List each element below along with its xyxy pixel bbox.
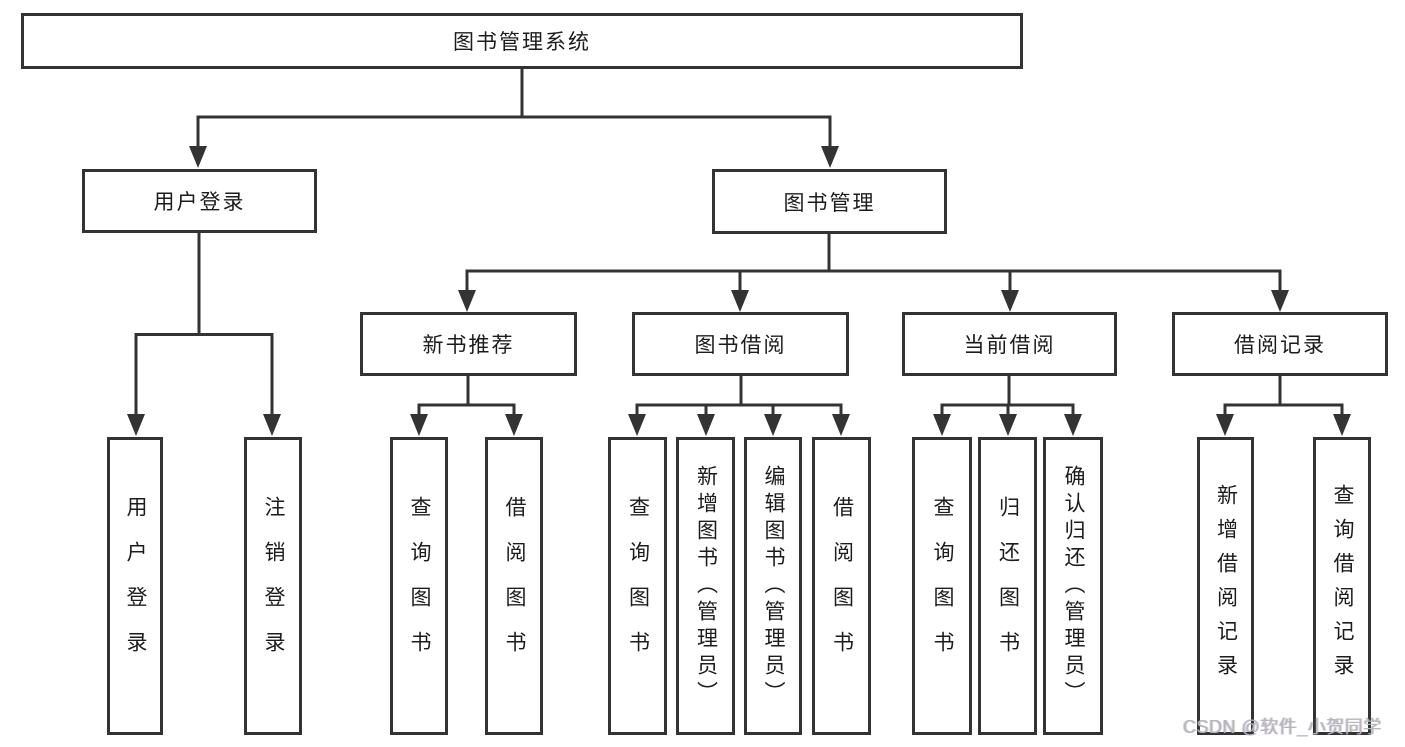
node-label: 新增借阅记录	[1214, 484, 1238, 688]
node-root-system: 图书管理系统	[21, 13, 1023, 69]
leaf-query-books-current: 查询图书	[912, 437, 972, 735]
node-label: 图书管理系统	[453, 31, 591, 54]
leaf-query-books-recommend: 查询图书	[390, 437, 448, 735]
node-user-login: 用户登录	[82, 169, 317, 233]
leaf-confirm-return-admin: 确认归还（管理员）	[1043, 437, 1103, 735]
node-label: 用户登录	[153, 191, 246, 214]
node-new-book-recommend: 新书推荐	[360, 312, 577, 376]
csdn-watermark: CSDN @软件_小贺同学	[1183, 717, 1382, 737]
node-current-borrowing: 当前借阅	[902, 312, 1117, 376]
node-label: 当前借阅	[963, 334, 1056, 357]
node-label: 归还图书	[996, 496, 1020, 676]
node-label: 图书管理	[783, 191, 876, 215]
leaf-add-books-admin: 新增图书（管理员）	[676, 437, 735, 735]
leaf-borrow-books-borrowing: 借阅图书	[812, 437, 871, 735]
node-label: 查询图书	[408, 496, 431, 676]
node-label: 确认归还（管理员）	[1062, 464, 1085, 708]
leaf-borrow-books-recommend: 借阅图书	[485, 437, 543, 735]
node-label: 查询图书	[931, 496, 954, 676]
node-book-management: 图书管理	[712, 169, 947, 234]
leaf-query-borrow-record: 查询借阅记录	[1313, 437, 1371, 735]
leaf-edit-books-admin: 编辑图书（管理员）	[744, 437, 802, 735]
leaf-query-books-borrowing: 查询图书	[608, 437, 667, 735]
node-book-borrowing: 图书借阅	[632, 312, 849, 376]
node-borrowing-records: 借阅记录	[1172, 312, 1388, 376]
node-label: 图书借阅	[694, 334, 787, 357]
node-label: 新增图书（管理员）	[694, 464, 718, 708]
leaf-add-borrow-record: 新增借阅记录	[1197, 437, 1254, 735]
leaf-user-login: 用户登录	[107, 437, 163, 735]
node-label: 查询借阅记录	[1331, 484, 1354, 688]
node-label: 借阅记录	[1234, 334, 1326, 357]
node-label: 编辑图书（管理员）	[762, 464, 785, 708]
node-label: 新书推荐	[422, 334, 515, 357]
node-label: 注销登录	[262, 496, 285, 676]
leaf-logout: 注销登录	[244, 437, 302, 735]
node-label: 用户登录	[124, 496, 147, 676]
node-label: 借阅图书	[830, 496, 854, 676]
node-label: 借阅图书	[503, 496, 526, 676]
node-label: 查询图书	[626, 496, 650, 676]
leaf-return-books: 归还图书	[978, 437, 1037, 735]
